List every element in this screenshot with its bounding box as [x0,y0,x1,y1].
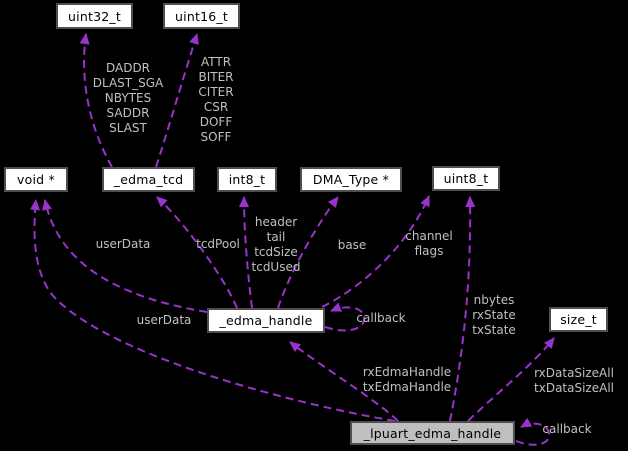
edge-label-line: NBYTES [104,91,152,105]
edge-lpuart-to-edma-handle [289,341,399,422]
edge-label-line: SADDR [106,106,150,120]
node-size-t[interactable]: size_t [549,307,608,332]
node-label: uint16_t [175,8,228,24]
edge-tcd-to-uint16 [155,33,199,168]
edge-edma-handle-to-dma-type [277,196,339,309]
edge-tcd-to-uint32 [79,33,113,168]
node-int8-t[interactable]: int8_t [217,167,277,192]
edge-label-line: txDataSizeAll [534,381,614,395]
node-edma-handle[interactable]: _edma_handle [207,308,325,333]
edge-lpuart-self-callback [515,417,551,446]
edge-label-line: rxDataSizeAll [534,366,614,380]
edge-edma-handle-to-void-ptr [42,199,208,313]
node-label: DMA_Type * [312,172,390,187]
edge-label-line: CSR [203,100,229,114]
edge-label-tcdpool: tcdPool [196,237,240,252]
node-label: void * [17,172,55,187]
edge-label-line: rxState [472,308,516,322]
node-label: int8_t [228,172,266,187]
edge-label-line: flags [414,244,444,258]
edge-label-line: userData [136,313,192,327]
edge-edma-handle-to-int8 [239,196,253,309]
node-label: _edma_tcd [113,172,184,187]
edge-label-line: base [337,238,367,252]
edge-edma-handle-to-tcd [156,196,238,309]
node-void-ptr[interactable]: void * [4,167,68,192]
edge-label-line: CITER [198,85,234,99]
edge-label-edma-callback: callback [356,311,405,326]
edge-label-line: BITER [198,70,234,84]
edge-label-line: tcdPool [196,237,240,251]
edge-label-line: tcdSize [254,245,298,259]
edge-label-line: tcdUsed [251,260,301,274]
edge-label-lpuart-callback: callback [542,422,591,437]
edge-label-line: DOFF [199,115,233,129]
edge-label-line: SLAST [109,121,147,135]
node-lpuart-edma-handle[interactable]: _lpuart_edma_handle [350,421,515,445]
node-label: _lpuart_edma_handle [363,425,502,441]
edge-label-line: userData [95,237,151,251]
edge-lpuart-to-uint8 [449,196,476,422]
edge-label-line: ATTR [200,55,232,69]
node-label: uint8_t [443,171,489,186]
edge-label-line: nbytes [473,293,515,307]
edge-label-line: DADDR [105,61,151,75]
edge-label-base: base [338,238,367,253]
node-uint8-t[interactable]: uint8_t [432,166,500,191]
edge-edma-handle-to-uint8 [321,195,430,308]
node-uint16-t[interactable]: uint16_t [163,3,240,29]
edge-label-line: txState [472,323,516,337]
edge-label-line: tail [266,230,286,244]
node-label: size_t [560,312,597,327]
edge-label-edma-userdata: userData [96,237,151,252]
edge-lpuart-to-void-ptr [30,199,396,422]
node-uint32-t[interactable]: uint32_t [56,3,133,29]
node-edma-tcd[interactable]: _edma_tcd [102,167,195,192]
node-label: _edma_handle [219,313,313,328]
edge-lpuart-to-size [467,337,555,422]
edge-label-line: rxEdmaHandle [362,365,452,379]
edge-label-lpuart-userdata: userData [137,313,192,328]
edge-edma-handle-self-callback [324,302,366,332]
edge-label-line: txEdmaHandle [362,380,452,394]
edge-label-line: callback [542,422,592,436]
edge-label-line: channel [405,229,453,243]
edge-label-line: DLAST_SGA [92,76,164,90]
edge-label-line: header [254,215,298,229]
edge-label-line: callback [356,311,406,325]
node-label: uint32_t [68,8,121,24]
edge-label-line: SOFF [200,130,232,144]
node-dma-type-ptr[interactable]: DMA_Type * [300,167,402,192]
